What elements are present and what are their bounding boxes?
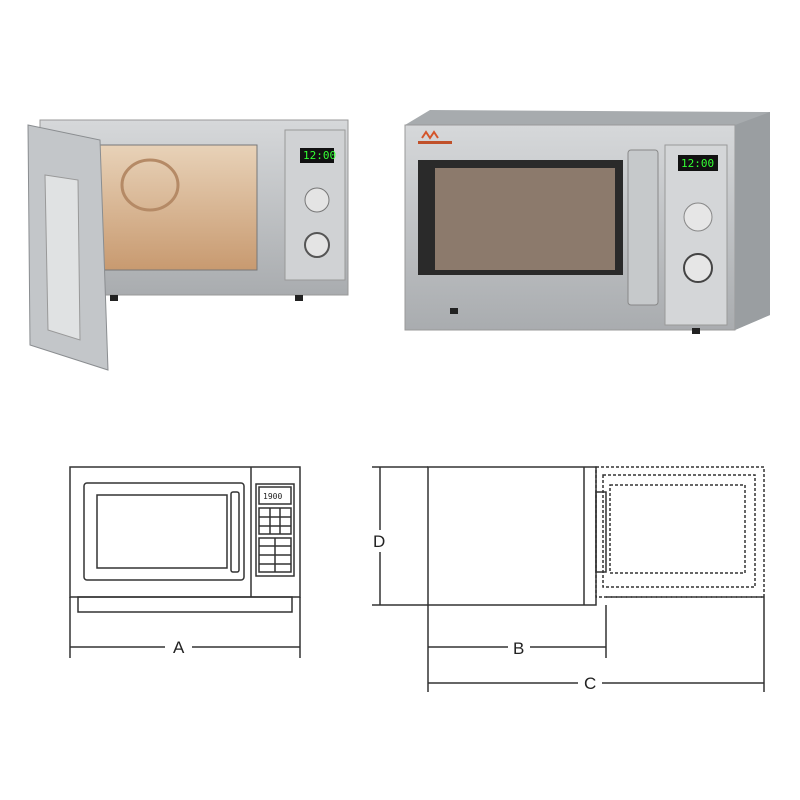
photo-microwave-open-door: 12:00 [27, 119, 349, 371]
timer-knob [683, 202, 713, 232]
keypad [258, 507, 292, 573]
dimension-label-a: A [173, 638, 185, 657]
digital-display [300, 148, 334, 163]
control-panel [664, 144, 728, 326]
dimension-label-c: C [584, 674, 596, 693]
timer-knob [304, 187, 330, 213]
clock-display: 12:00 [681, 157, 714, 170]
diagram-front-view [69, 466, 301, 658]
brand-logo [418, 130, 452, 144]
oven-cavity [94, 144, 258, 271]
keypad-display: 1900 [263, 492, 282, 501]
diagram-side-view [372, 466, 765, 692]
clock-display: 12:00 [303, 149, 336, 162]
door-handle [627, 149, 659, 306]
dimension-label-b: B [513, 639, 524, 658]
digital-display [678, 155, 718, 171]
start-knob [683, 253, 713, 283]
start-knob [304, 232, 330, 258]
dimension-label-d: D [373, 532, 385, 551]
photo-microwave-closed: 12:00 [404, 110, 770, 334]
